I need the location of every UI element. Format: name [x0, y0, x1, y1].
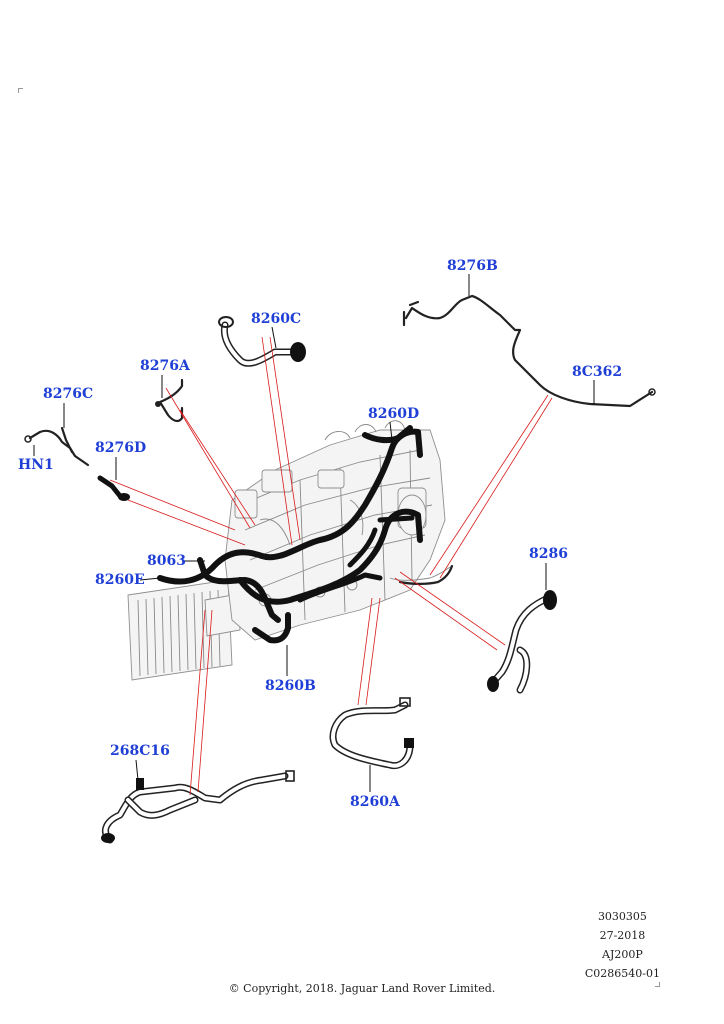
drawing-reference-block: 3030305 27-2018 AJ200P C0286540-01: [585, 907, 660, 983]
callout-HN1: HN1: [18, 457, 54, 473]
part-8276D-connector: [97, 475, 130, 501]
reference-line-2: 27-2018: [599, 929, 646, 942]
callout-8260E: 8260E: [95, 572, 145, 588]
callout-8260C: 8260C: [251, 311, 301, 327]
black-leader-lines: [33, 274, 595, 792]
engine-hoses: [157, 425, 453, 644]
red-leader-lines: [109, 336, 553, 796]
callout-8276D: 8276D: [95, 440, 146, 456]
callout-8C362: 8C362: [572, 364, 622, 380]
callout-8276A: 8276A: [140, 358, 191, 374]
corner-mark-top-left: [18, 88, 23, 93]
radiator: [127, 579, 241, 681]
callout-8260B: 8260B: [265, 678, 316, 694]
part-8276B-hose: [402, 294, 656, 408]
callout-8063: 8063: [147, 553, 186, 569]
callout-8276C: 8276C: [43, 386, 93, 402]
part-268C16-tube: [101, 770, 295, 844]
reference-line-4: C0286540-01: [584, 967, 660, 980]
reference-line-3: AJ200P: [602, 948, 643, 961]
copyright-notice: © Copyright, 2018. Jaguar Land Rover Lim…: [228, 982, 496, 995]
reference-line-1: 3030305: [597, 910, 647, 923]
callout-8276B: 8276B: [447, 258, 498, 274]
part-8260C-hose: [218, 316, 306, 367]
part-8286-hose: [487, 590, 557, 694]
part-8C362-harness: [398, 564, 454, 585]
callout-8286: 8286: [529, 546, 568, 562]
part-8276C-hose: [24, 426, 90, 467]
callout-8260A: 8260A: [350, 794, 401, 810]
callout-268C16: 268C16: [110, 743, 170, 759]
engine-block: [224, 420, 446, 641]
part-8276A-hose: [155, 378, 184, 423]
callout-8260D: 8260D: [368, 406, 419, 422]
part-8260A-tube: [329, 697, 414, 770]
